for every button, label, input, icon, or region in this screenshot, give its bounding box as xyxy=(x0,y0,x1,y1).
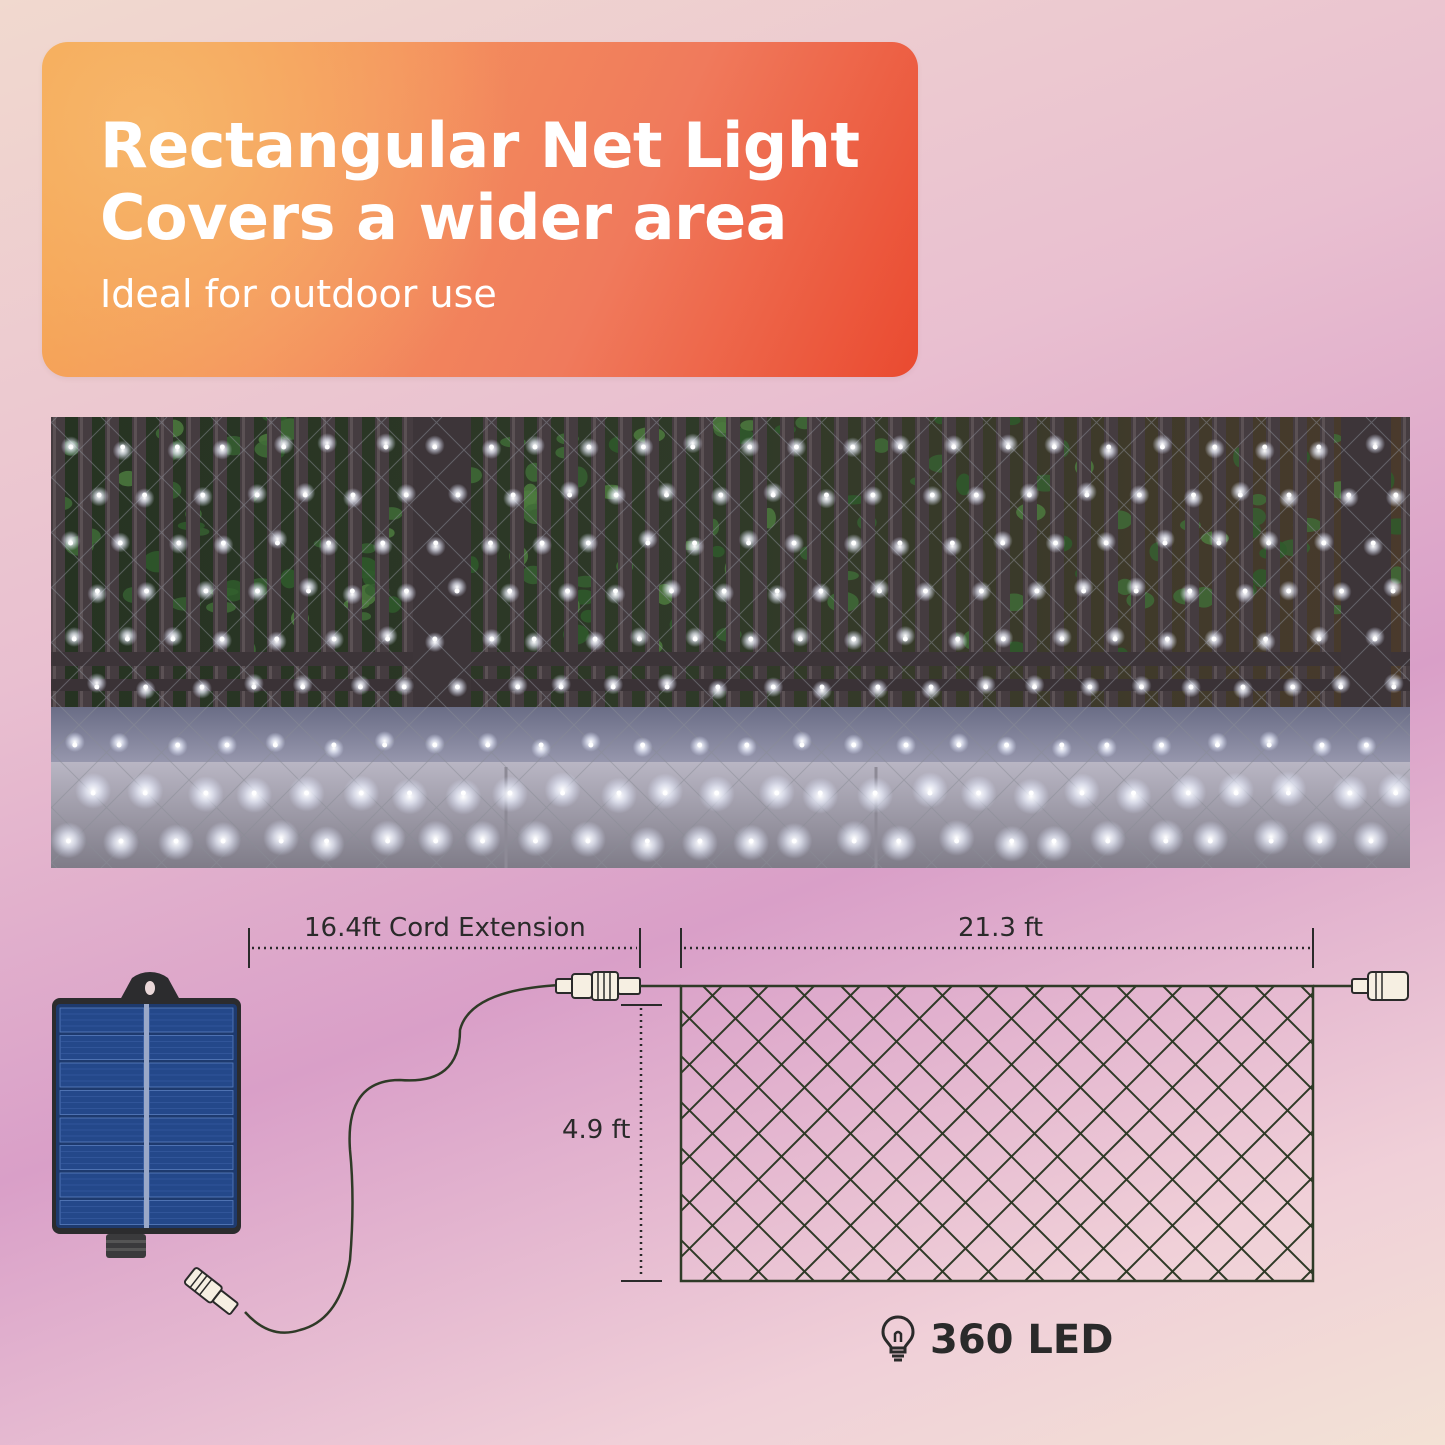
page-title: Rectangular Net Light Covers a wider are… xyxy=(100,110,860,254)
plug-connector-icon xyxy=(555,971,681,1001)
title-line-2: Covers a wider area xyxy=(100,181,787,254)
led-count-label: 360 LED xyxy=(930,1317,1114,1363)
dimension-diagram xyxy=(52,928,1409,1334)
product-photo xyxy=(51,417,1410,868)
lightbulb-icon xyxy=(880,1314,916,1366)
solar-panel-icon xyxy=(52,972,241,1258)
height-label: 4.9 ft xyxy=(562,1115,631,1145)
title-line-1: Rectangular Net Light xyxy=(100,109,860,182)
cord-line xyxy=(244,983,561,1334)
led-count: 360 LED xyxy=(880,1312,1113,1368)
width-label: 21.3 ft xyxy=(958,913,1044,943)
net-light-fence-photo xyxy=(51,417,1410,868)
header-banner xyxy=(42,42,918,377)
net-diagram xyxy=(679,984,1355,1283)
page-subtitle: Ideal for outdoor use xyxy=(100,272,497,316)
plug-connector-icon xyxy=(1351,971,1409,1001)
plug-connector-icon xyxy=(183,1267,239,1315)
cord-extension-label: 16.4ft Cord Extension xyxy=(304,913,586,943)
